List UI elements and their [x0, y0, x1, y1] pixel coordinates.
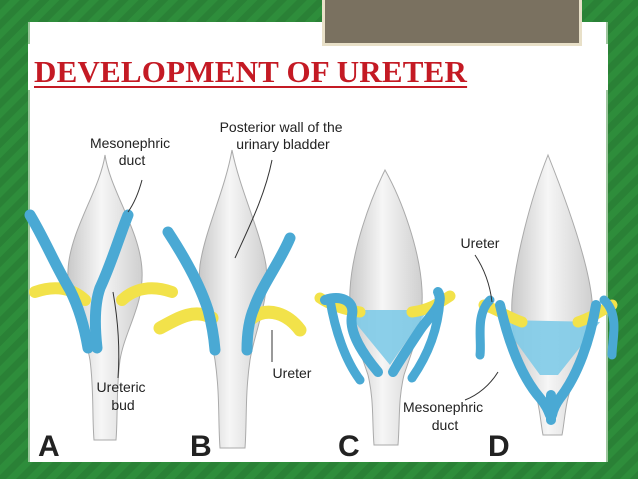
- ureteric-bud-a-right: [116, 282, 178, 306]
- trigone-c: [345, 310, 428, 365]
- label-ureter-d: Ureter: [461, 235, 500, 251]
- label-mesonephric-duct-bottom: Mesonephric duct: [403, 399, 487, 433]
- title-band: [28, 44, 608, 90]
- mesonephric-duct-c-left: [320, 293, 383, 377]
- panel-letter-b: B: [190, 430, 212, 463]
- mesonephric-duct-b-left: [162, 226, 221, 356]
- panel-a: A: [24, 154, 178, 463]
- panel-d: D: [475, 153, 619, 463]
- label-posterior-wall: Posterior wall of the urinary bladder: [220, 119, 347, 152]
- bladder-shape-d: [511, 153, 593, 436]
- leader-lines: [112, 159, 499, 401]
- ureter-c-loop-left: [325, 295, 365, 385]
- ureter-d-right-loop: [599, 295, 619, 360]
- panel-c: C: [314, 168, 456, 463]
- ureter-d-left-loop: [475, 295, 495, 360]
- panel-b: B: [153, 149, 307, 463]
- panel-letter-d: D: [488, 430, 510, 463]
- mesonephric-duct-a-right: [89, 209, 134, 354]
- label-ureteric-bud: Ureteric bud: [97, 379, 150, 413]
- bladder-shape-c: [349, 168, 423, 446]
- label-ureter-b: Ureter: [273, 365, 312, 381]
- slide-title: DEVELOPMENT OF URETER: [34, 54, 468, 89]
- mesonephric-duct-b-right: [241, 232, 296, 356]
- panel-letter-c: C: [338, 430, 360, 463]
- mesonephric-duct-a-left: [24, 209, 94, 354]
- label-mesonephric-duct-top: Mesonephric duct: [90, 135, 174, 168]
- panel-letter-a: A: [38, 430, 60, 463]
- corner-tab: [322, 0, 582, 46]
- ureter-c-loop-right: [407, 295, 445, 383]
- ureteric-bud-a-left: [29, 282, 91, 306]
- trigone-d: [500, 320, 600, 375]
